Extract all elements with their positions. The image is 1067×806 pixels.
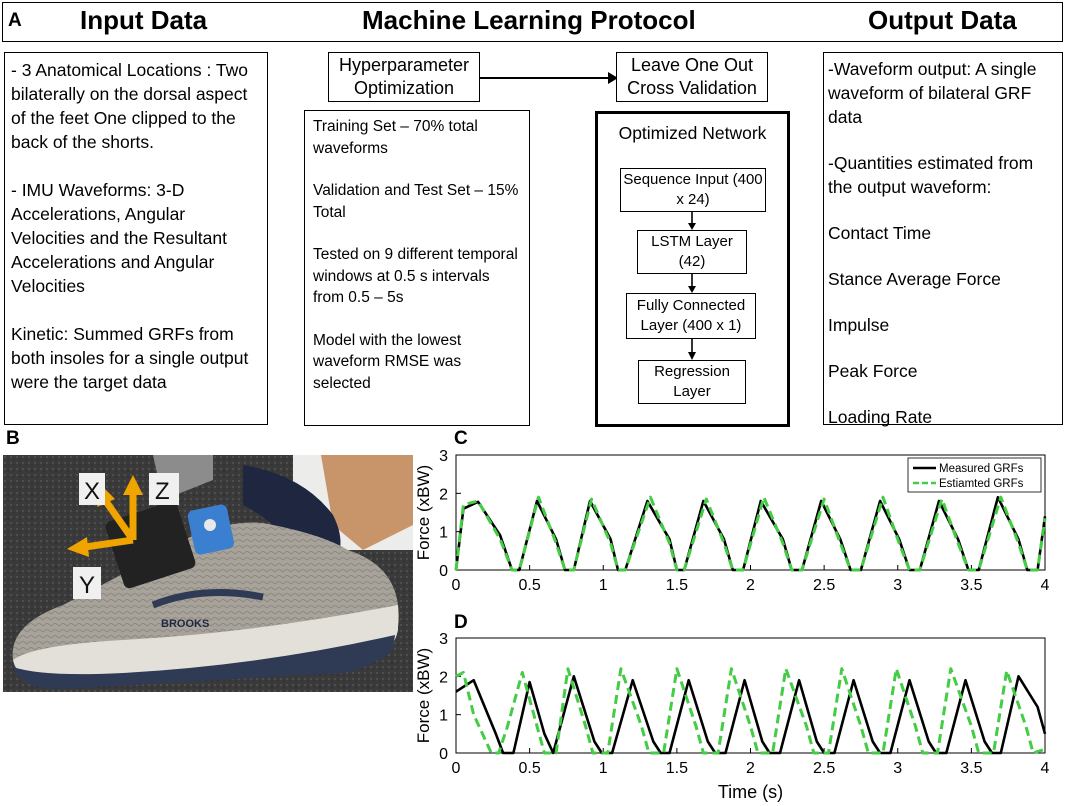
regression-layer: Regression Layer	[638, 360, 746, 404]
validation-set-text: Validation and Test Set – 15% Total	[313, 182, 519, 221]
series-line-estimated	[455, 667, 1046, 755]
hyperparameter-label: Hyperparameter Optimization	[338, 55, 470, 98]
y-tick-label: 2	[439, 486, 448, 503]
legend-label: Estiamted GRFs	[939, 478, 1024, 490]
loocv-box: Leave One Out Cross Validation	[616, 52, 768, 102]
panel-letter-d: D	[454, 612, 468, 633]
x-tick-label: 2.5	[813, 760, 835, 777]
input-data-title: Input Data	[80, 5, 208, 35]
flow-arrow-right	[480, 72, 618, 84]
x-tick-label: 0.5	[519, 577, 541, 594]
y-tick-label: 1	[439, 525, 448, 542]
input-data-box: - 3 Anatomical Locations : Two bilateral…	[4, 52, 268, 425]
training-set-text: Training Set – 70% total waveforms	[313, 118, 478, 157]
axis-label-y-bg	[73, 567, 101, 599]
y-axis-label: Force (xBW)	[414, 648, 433, 743]
x-tick-label: 2.5	[813, 577, 835, 594]
x-tick-label: 3.5	[960, 760, 982, 777]
panel-letter-b: B	[6, 428, 20, 449]
input-locations-text: - 3 Anatomical Locations : Two bilateral…	[11, 60, 249, 152]
panel-letter-c: C	[454, 428, 468, 449]
axis-label-x: X	[84, 478, 100, 505]
y-tick-label: 3	[439, 631, 448, 648]
output-data-title: Output Data	[868, 5, 1017, 35]
x-tick-label: 0	[452, 577, 461, 594]
axis-label-x-bg	[79, 473, 105, 505]
axis-label-z: Z	[155, 478, 170, 505]
x-axis-label: Time (s)	[718, 782, 783, 802]
output-item: Stance Average Force	[828, 269, 1001, 289]
model-selection-text: Model with the lowest waveform RMSE was …	[313, 331, 462, 392]
legend-label: Measured GRFs	[939, 463, 1024, 475]
input-kinetic-text: Kinetic: Summed GRFs from both insoles f…	[11, 324, 249, 392]
axis-label-z-bg	[149, 473, 179, 505]
imu-sensor	[105, 501, 196, 589]
lstm-layer: LSTM Layer (42)	[637, 230, 747, 274]
network-title: Optimized Network	[618, 123, 767, 143]
legend-box	[907, 457, 1042, 493]
output-item: Impulse	[828, 315, 890, 335]
y-tick-label: 0	[439, 746, 448, 763]
header-bar	[2, 2, 1063, 42]
series-line-estimated	[454, 495, 1047, 572]
brand-text: BROOKS	[161, 618, 209, 630]
output-waveform-text: -Waveform output: A single waveform of b…	[828, 59, 1037, 127]
outsole	[13, 635, 395, 690]
ankle-skin	[321, 455, 413, 550]
x-tick-label: 1	[599, 577, 608, 594]
x-tick-label: 1	[599, 760, 608, 777]
output-item: Peak Force	[828, 361, 918, 381]
y-tick-label: 3	[439, 448, 448, 465]
shoe-photo: BROOKS X Z Y	[3, 455, 413, 692]
output-quantities-text: -Quantities estimated from the output wa…	[828, 153, 1034, 197]
training-details-box: Training Set – 70% total waveforms Valid…	[304, 110, 530, 426]
output-item: Loading Rate	[828, 407, 933, 427]
panel-letter-a: A	[8, 10, 22, 31]
series-line-measured	[455, 674, 1047, 755]
y-axis-label: Force (xBW)	[414, 465, 433, 560]
x-tick-label: 3.5	[960, 577, 982, 594]
y-tick-label: 0	[439, 563, 448, 580]
x-tick-label: 0.5	[519, 760, 541, 777]
x-tick-label: 0	[452, 760, 461, 777]
x-tick-label: 3	[893, 577, 902, 594]
y-tick-label: 1	[439, 708, 448, 725]
hyperparameter-box: Hyperparameter Optimization	[328, 52, 480, 102]
x-tick-label: 1.5	[666, 760, 688, 777]
x-tick-label: 3	[893, 760, 902, 777]
x-tick-label: 4	[1041, 760, 1050, 777]
input-imu-text: - IMU Waveforms: 3-D Accelerations, Angu…	[11, 180, 227, 296]
output-item: Contact Time	[828, 223, 932, 243]
output-data-box: -Waveform output: A single waveform of b…	[823, 52, 1063, 427]
x-tick-label: 1.5	[666, 577, 688, 594]
y-tick-label: 2	[439, 669, 448, 686]
sequence-input-layer: Sequence Input (400 x 24)	[620, 168, 766, 212]
x-tick-label: 4	[1041, 577, 1050, 594]
network-arrows	[688, 212, 696, 360]
loocv-label: Leave One Out Cross Validation	[627, 55, 757, 98]
ml-protocol-title: Machine Learning Protocol	[362, 5, 696, 35]
x-tick-label: 2	[746, 760, 755, 777]
temporal-windows-text: Tested on 9 different temporal windows a…	[313, 246, 518, 306]
x-tick-label: 2	[746, 577, 755, 594]
fully-connected-layer: Fully Connected Layer (400 x 1)	[626, 293, 756, 339]
axis-label-y: Y	[79, 572, 95, 599]
